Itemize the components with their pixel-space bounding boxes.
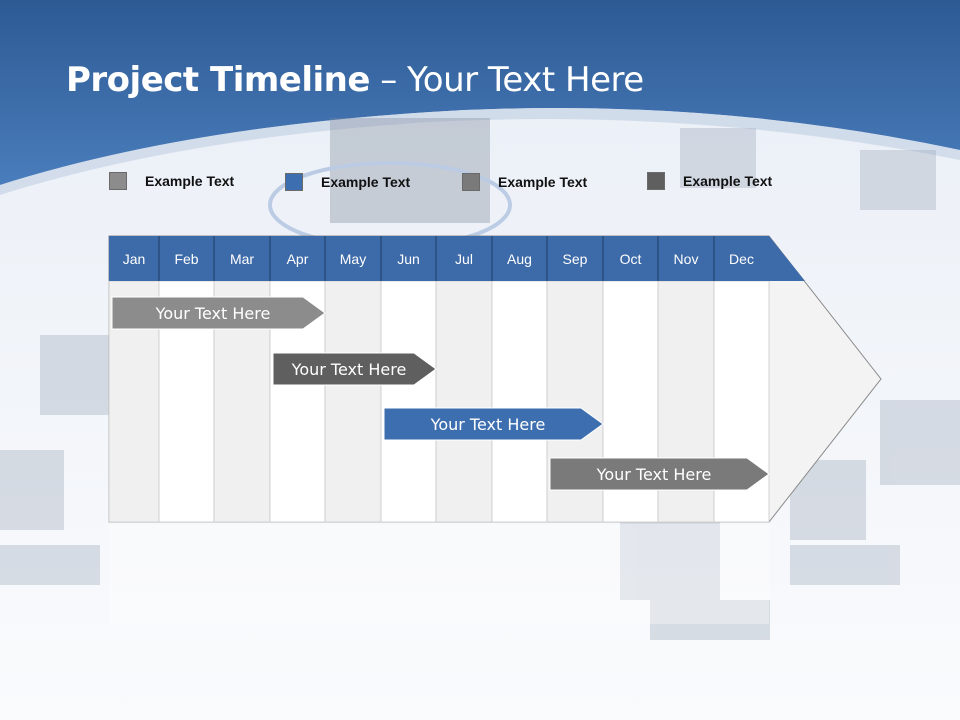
month-column bbox=[435, 280, 493, 523]
month-label: May bbox=[340, 251, 366, 267]
task-label: Your Text Here bbox=[155, 304, 271, 323]
legend-swatch bbox=[109, 172, 127, 190]
title-rest: – Your Text Here bbox=[369, 60, 644, 100]
task-bar bbox=[383, 407, 604, 441]
timeline-header bbox=[109, 236, 805, 281]
legend-label: Example Text bbox=[498, 174, 588, 190]
legend-swatch bbox=[285, 173, 303, 191]
month-column bbox=[491, 280, 548, 523]
month-label: Dec bbox=[729, 251, 754, 267]
month-label: Apr bbox=[287, 251, 309, 267]
legend-swatch bbox=[647, 172, 665, 190]
legend-item: Example Text bbox=[647, 170, 772, 192]
month-label: Sep bbox=[563, 251, 588, 267]
task-bar bbox=[549, 457, 770, 491]
month-label: Mar bbox=[230, 251, 254, 267]
month-label: Jan bbox=[123, 251, 146, 267]
legend-label: Example Text bbox=[145, 173, 235, 189]
task-label: Your Text Here bbox=[596, 465, 712, 484]
legend-item: Example Text bbox=[285, 171, 410, 193]
month-column bbox=[380, 280, 437, 523]
month-label: Jun bbox=[397, 251, 420, 267]
month-label: Aug bbox=[507, 251, 532, 267]
timeline-reflection bbox=[109, 524, 769, 624]
task-bar bbox=[272, 352, 437, 386]
legend-item: Example Text bbox=[462, 171, 587, 193]
task-label: Your Text Here bbox=[291, 360, 407, 379]
page-title: Project Timeline – Your Text Here bbox=[66, 60, 644, 100]
month-label: Nov bbox=[674, 251, 699, 267]
month-label: Oct bbox=[620, 251, 642, 267]
month-label: Feb bbox=[174, 251, 198, 267]
legend-item: Example Text bbox=[109, 170, 234, 192]
title-bold: Project Timeline bbox=[66, 60, 370, 100]
legend-label: Example Text bbox=[321, 174, 411, 190]
computer-network-illustration bbox=[0, 118, 960, 640]
task-bar bbox=[111, 296, 326, 330]
legend-label: Example Text bbox=[683, 173, 773, 189]
task-label: Your Text Here bbox=[430, 415, 546, 434]
month-label: Jul bbox=[455, 251, 473, 267]
legend-swatch bbox=[462, 173, 480, 191]
month-column bbox=[324, 280, 382, 523]
